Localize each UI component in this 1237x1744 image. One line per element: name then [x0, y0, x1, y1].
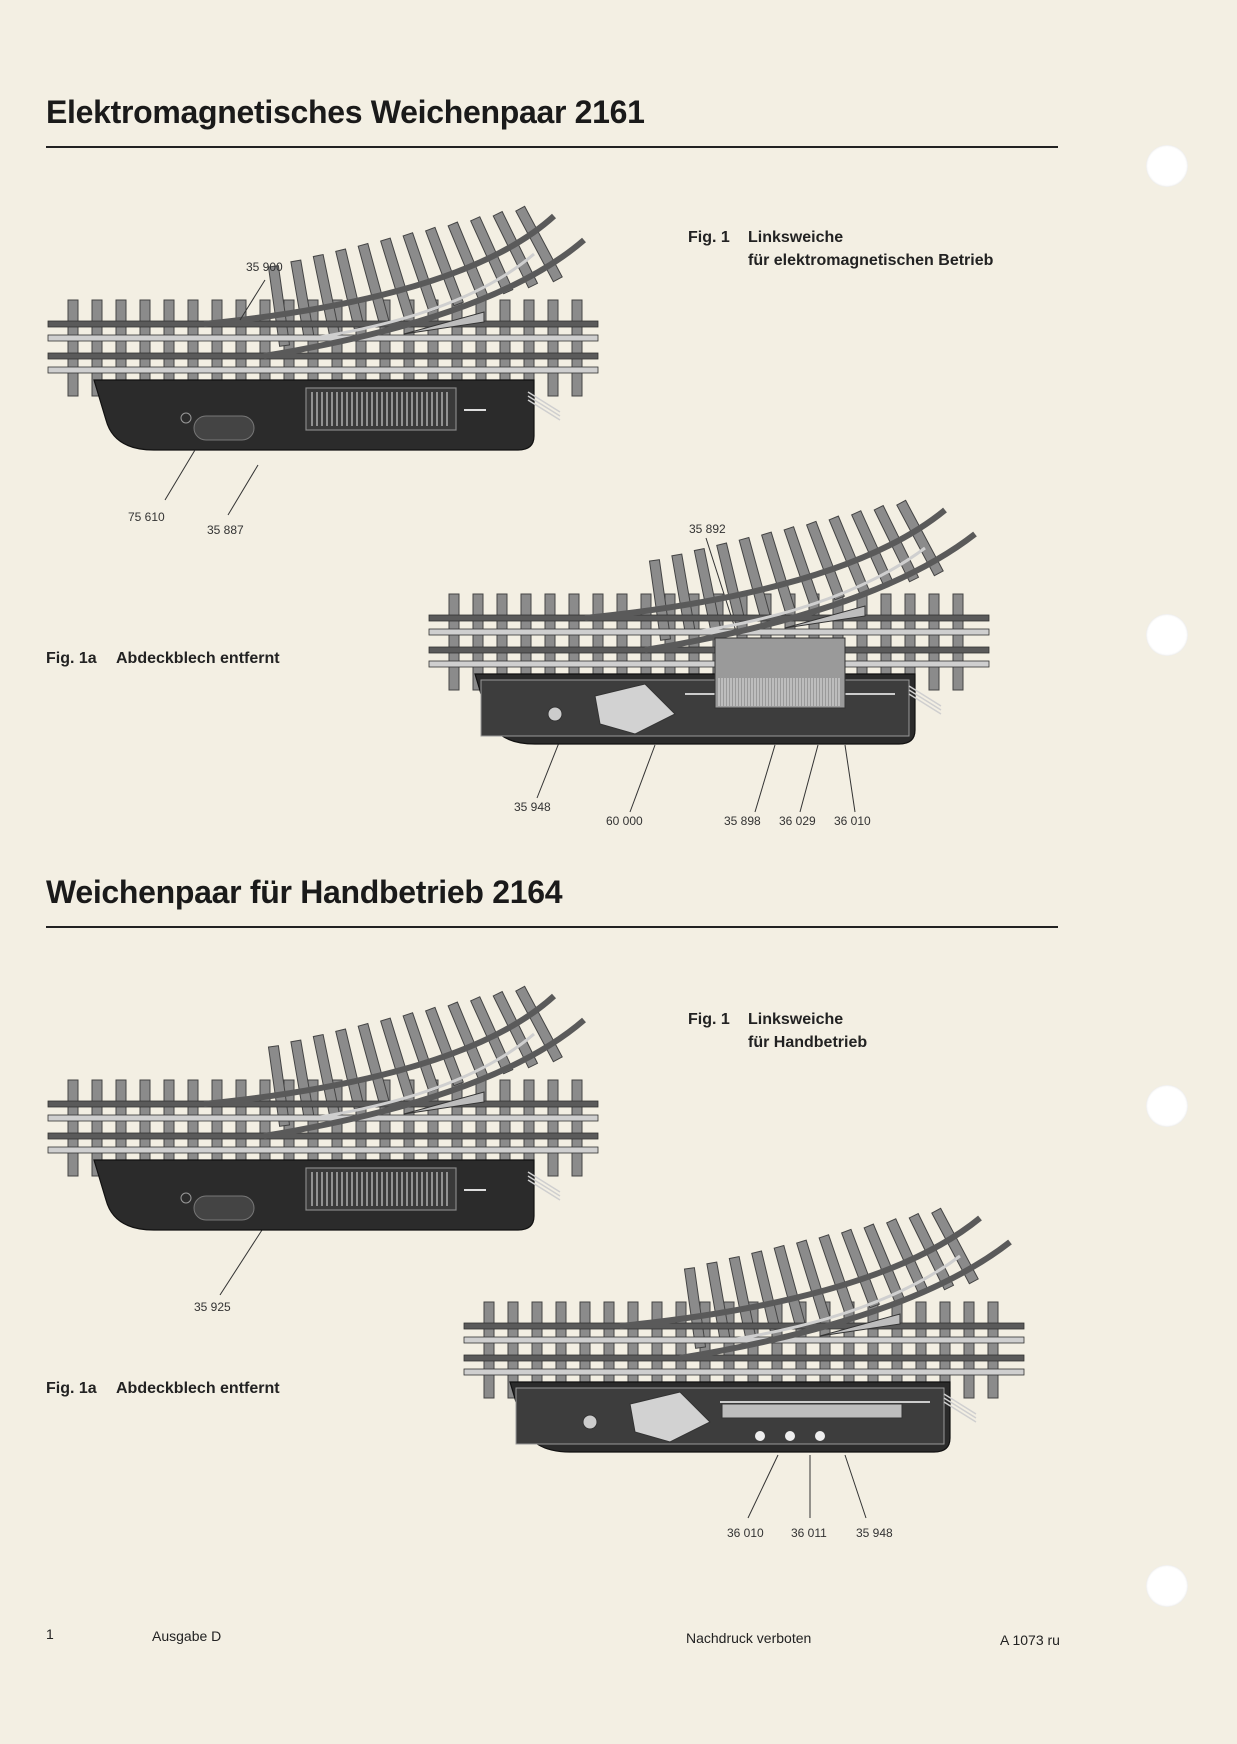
punch-hole [1146, 614, 1188, 656]
part-label: 35 948 [856, 1526, 893, 1540]
punch-hole [1146, 145, 1188, 187]
part-label: 75 610 [128, 510, 165, 524]
fig-subtitle: für Handbetrieb [748, 1034, 868, 1051]
part-label: 35 900 [246, 260, 283, 274]
section1-fig1-caption: Fig. 1 Linksweiche für elektromagnetische… [688, 226, 993, 272]
punch-hole [1146, 1565, 1188, 1607]
fig-number: Fig. 1 [688, 1011, 730, 1028]
section1-title: Elektromagnetisches Weichenpaar 2161 [46, 94, 645, 130]
punch-hole [1146, 1085, 1188, 1127]
fig-title: Abdeckblech entfernt [116, 650, 280, 667]
turnout-electromagnetic-illustration [47, 205, 599, 451]
part-label: 35 925 [194, 1300, 231, 1314]
part-label: 36 010 [834, 814, 871, 828]
part-label: 35 892 [689, 522, 726, 536]
part-label: 36 010 [727, 1526, 764, 1540]
fig-title: Linksweiche [748, 1011, 844, 1028]
section1-fig1a-caption: Fig. 1a Abdeckblech entfernt [46, 650, 280, 668]
part-label: 36 029 [779, 814, 816, 828]
fig-number: Fig. 1 [688, 229, 730, 246]
fig-title: Linksweiche [748, 229, 844, 246]
document-code: A 1073 ru [1000, 1632, 1060, 1648]
turnout-manual-opened-illustration [463, 1207, 1025, 1453]
edition: Ausgabe D [152, 1628, 222, 1644]
part-label: 36 011 [791, 1526, 827, 1540]
part-label: 35 887 [207, 523, 244, 537]
fig-subtitle: für elektromagnetischen Betrieb [748, 252, 994, 269]
section2-fig1a-caption: Fig. 1a Abdeckblech entfernt [46, 1380, 280, 1398]
section2-title: Weichenpaar für Handbetrieb 2164 [46, 874, 563, 910]
section2-rule [46, 926, 1058, 928]
reprint-notice: Nachdruck verboten [686, 1630, 812, 1646]
fig-number: Fig. 1a [46, 1380, 97, 1397]
page-number: 1 [46, 1626, 54, 1642]
fig-title: Abdeckblech entfernt [116, 1380, 280, 1397]
part-label: 35 948 [514, 800, 551, 814]
fig-number: Fig. 1a [46, 650, 97, 667]
part-label: 35 898 [724, 814, 761, 828]
turnout-manual-illustration [47, 985, 599, 1231]
section2-fig1-caption: Fig. 1 Linksweiche für Handbetrieb [688, 1008, 867, 1054]
part-label: 60 000 [606, 814, 643, 828]
turnout-electromagnetic-opened-illustration [428, 499, 990, 745]
section1-rule [46, 146, 1058, 148]
